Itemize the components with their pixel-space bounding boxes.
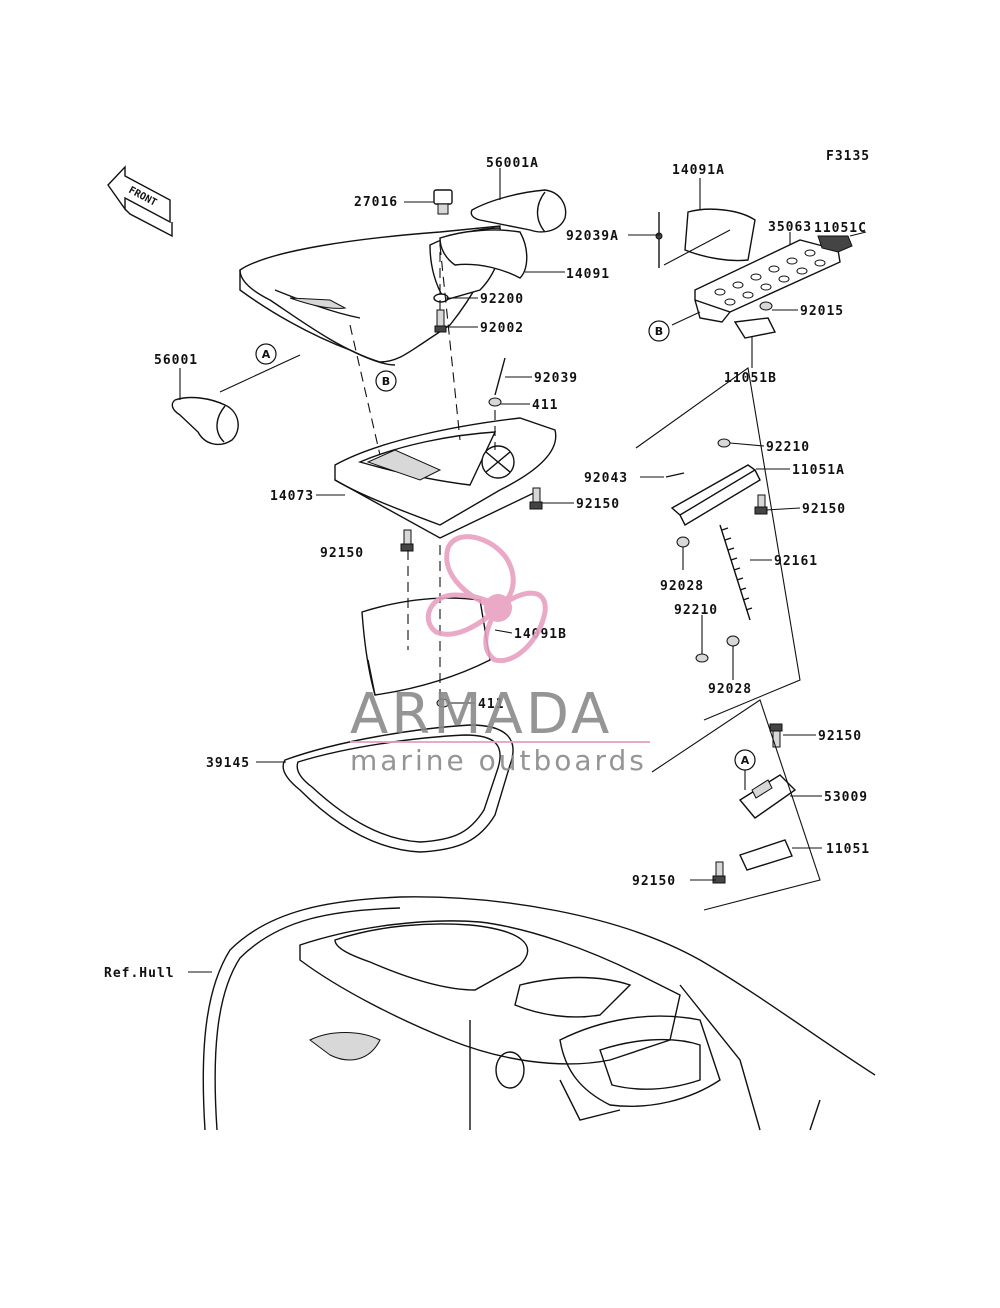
label-92150-latch-bottom: 92150 (632, 874, 676, 889)
label-92028-bottom: 92028 (708, 682, 752, 697)
svg-text:A: A (741, 754, 750, 767)
collar-92028-top-part (676, 536, 690, 548)
nut-411-top-part (488, 397, 502, 407)
assembly-frame-lines (635, 367, 821, 911)
label-11051B: 11051B (724, 371, 777, 386)
watermark-brand: ARMADA (350, 682, 612, 747)
label-92028-top: 92028 (660, 579, 704, 594)
cover-14091-part (439, 229, 528, 279)
watermark-tagline: marine outboards (350, 744, 647, 777)
label-53009: 53009 (824, 790, 868, 805)
svg-text:A: A (262, 348, 271, 361)
callout-b-right: B (648, 320, 670, 342)
label-11051A: 11051A (792, 463, 845, 478)
label-35063: 35063 (768, 220, 812, 235)
plate-11051B-part (733, 317, 777, 339)
washer-92210-bottom-part (695, 653, 709, 663)
label-92210-top: 92210 (766, 440, 810, 455)
label-11051: 11051 (826, 842, 870, 857)
nut-92015-part (759, 301, 773, 311)
label-92043: 92043 (584, 471, 628, 486)
tie-92039A-part (655, 212, 663, 268)
knob-56001-part (171, 396, 239, 446)
label-92039A: 92039A (566, 229, 619, 244)
stay-bracket-11051A-part (670, 464, 761, 526)
bolt-92002-part (434, 309, 447, 333)
label-411-bottom: 411 (478, 697, 504, 712)
label-92150-stay: 92150 (802, 502, 846, 517)
label-14091: 14091 (566, 267, 610, 282)
svg-text:B: B (655, 325, 663, 338)
gas-spring-92161-part (719, 524, 753, 621)
label-14073: 14073 (270, 489, 314, 504)
svg-text:B: B (382, 375, 390, 388)
label-14091A: 14091A (672, 163, 725, 178)
bolt-92150-stay-part (754, 494, 768, 515)
gasket-39145-part (282, 724, 514, 853)
part-labels: 56001A 27016 14091 92200 92002 56001 920… (104, 156, 870, 981)
label-92002: 92002 (480, 321, 524, 336)
watermark: ARMADA marine outboards (350, 534, 650, 777)
label-92150-under: 92150 (320, 546, 364, 561)
bolt-92150-under-part (400, 529, 414, 552)
tie-92039-part (494, 357, 506, 396)
front-arrow-icon: FRONT (107, 165, 173, 238)
knob-56001A-part (470, 189, 567, 233)
label-92161: 92161 (774, 554, 818, 569)
storage-bin-14073-part (334, 417, 557, 539)
label-92015: 92015 (800, 304, 844, 319)
label-92150-bin: 92150 (576, 497, 620, 512)
latch-53009-part (738, 774, 797, 819)
assembly-dash-lines (349, 240, 496, 700)
label-56001: 56001 (154, 353, 198, 368)
label-27016: 27016 (354, 195, 398, 210)
hull-part (202, 896, 876, 1131)
clip-27016-part (433, 189, 453, 215)
collar-92028-bottom-part (726, 635, 740, 647)
label-92039: 92039 (534, 371, 578, 386)
panel-14091B-part (361, 597, 491, 696)
propeller-logo-icon (425, 534, 548, 664)
callout-b-upper: B (375, 370, 397, 392)
label-411-top: 411 (532, 398, 558, 413)
label-14091B: 14091B (514, 627, 567, 642)
figure-code: F3135 (826, 149, 870, 164)
label-92150-latch-top: 92150 (818, 729, 862, 744)
washer-92210-top-part (717, 438, 731, 448)
label-ref-hull: Ref.Hull (104, 966, 175, 981)
bracket-35063-part (694, 239, 841, 323)
label-56001A: 56001A (486, 156, 539, 171)
plate-11051-part (739, 839, 793, 871)
callout-a-upper: A (255, 343, 277, 365)
callout-a-right: A (734, 749, 756, 771)
label-39145: 39145 (206, 756, 250, 771)
label-92210-bottom: 92210 (674, 603, 718, 618)
clip-11051C-part (817, 235, 853, 253)
leader-lines (179, 168, 867, 973)
label-11051C: 11051C (814, 221, 867, 236)
pin-92043-part (665, 472, 685, 478)
bolt-92150-bin-part (529, 487, 543, 510)
label-92200: 92200 (480, 292, 524, 307)
